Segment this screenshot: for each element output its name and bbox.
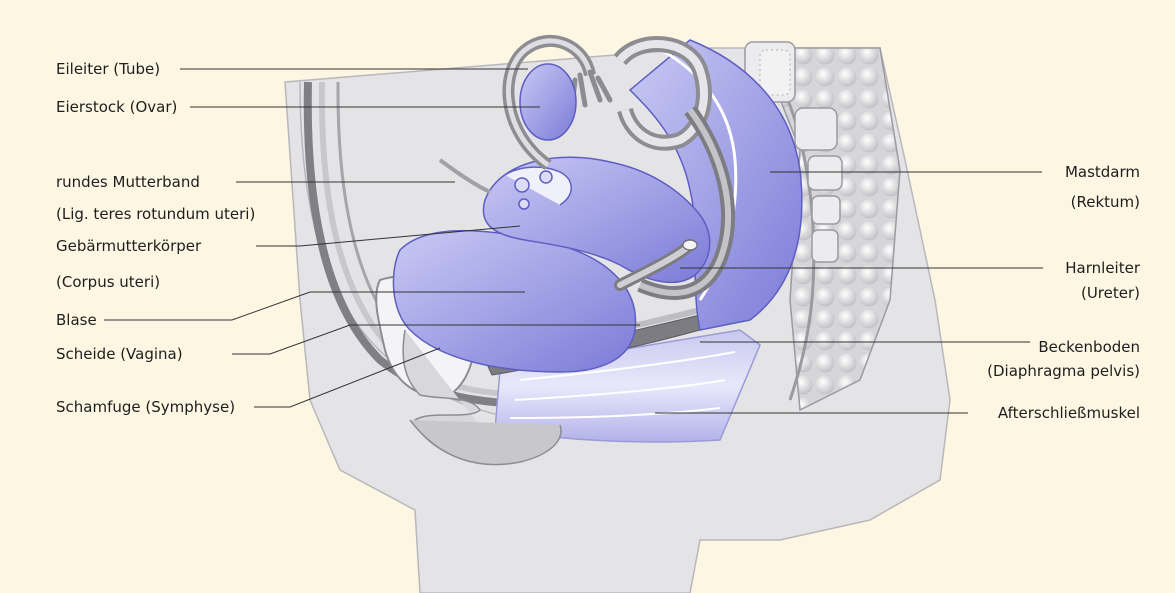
label-mastdarm: Mastdarm [1065, 163, 1140, 181]
label-harnleiter: Harnleiter [1065, 259, 1140, 277]
label-mutterband: rundes Mutterband [56, 173, 200, 191]
label-schamfuge: Schamfuge (Symphyse) [56, 398, 235, 416]
label-mutterband-latin: (Lig. teres rotundum uteri) [56, 205, 255, 223]
label-afterschliess: Afterschließmuskel [998, 404, 1140, 422]
label-gebaermutter: Gebärmutterkörper [56, 237, 201, 255]
label-eileiter: Eileiter (Tube) [56, 60, 160, 78]
label-mastdarm-latin: (Rektum) [1071, 193, 1140, 211]
label-blase: Blase [56, 311, 97, 329]
label-scheide: Scheide (Vagina) [56, 345, 183, 363]
label-beckenboden: Beckenboden [1038, 338, 1140, 356]
label-harnleiter-latin: (Ureter) [1081, 284, 1140, 302]
label-gebaermutter-latin: (Corpus uteri) [56, 273, 160, 291]
label-beckenboden-latin: (Diaphragma pelvis) [987, 362, 1140, 380]
ovary [520, 64, 576, 140]
label-eierstock: Eierstock (Ovar) [56, 98, 177, 116]
